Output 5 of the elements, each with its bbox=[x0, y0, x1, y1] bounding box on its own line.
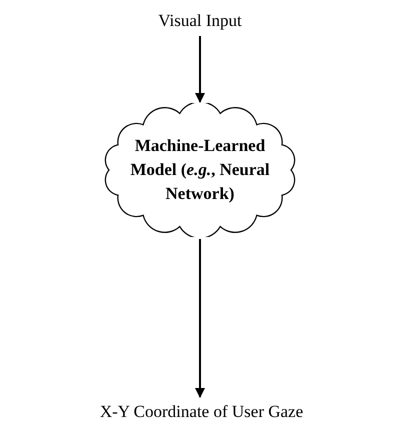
arrow bbox=[195, 36, 205, 103]
text-label: Visual Input bbox=[158, 10, 242, 32]
arrow bbox=[195, 239, 205, 398]
model-label: Machine-Learned Model (e.g., Neural Network) bbox=[129, 135, 271, 205]
text-label: X-Y Coordinate of User Gaze bbox=[100, 401, 304, 424]
